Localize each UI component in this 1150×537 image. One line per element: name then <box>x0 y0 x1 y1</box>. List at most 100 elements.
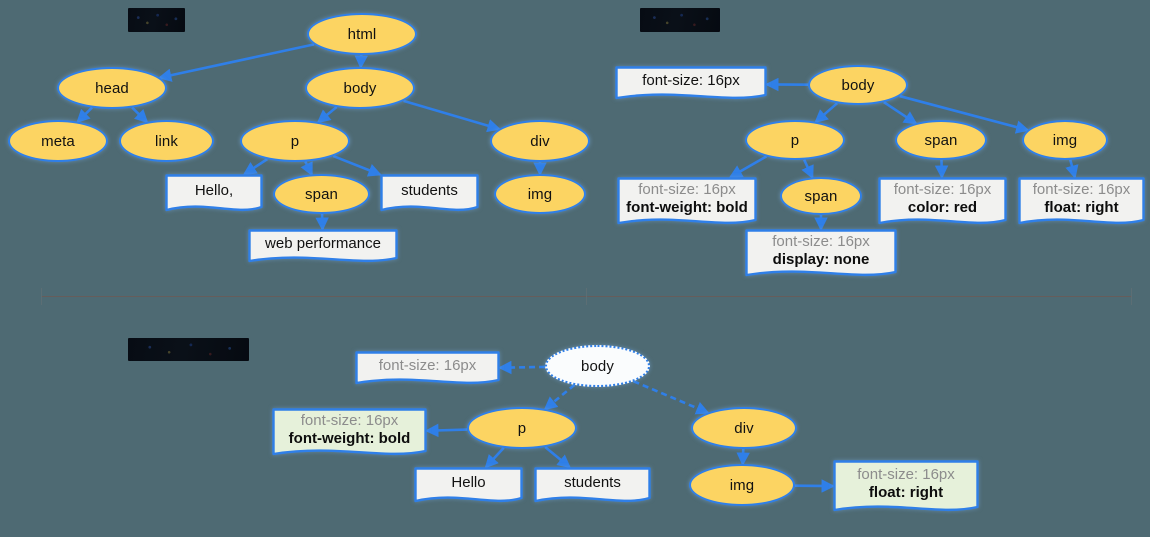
node-label: span <box>305 185 338 203</box>
edge-dom-body-to-dom-div <box>403 99 502 133</box>
declaration-line: float: right <box>1044 199 1119 216</box>
node-label: p <box>290 132 300 150</box>
node-dom-link[interactable]: link <box>119 120 214 162</box>
declaration-line: font-size: 16px <box>638 180 736 198</box>
node-dom-p[interactable]: p <box>240 120 350 162</box>
declaration-line: font-size: 16px <box>300 411 399 429</box>
box-label: students <box>401 181 458 199</box>
node-css-img[interactable]: img <box>1022 120 1108 160</box>
declaration-line: font-size: 16px <box>857 465 955 483</box>
edge-css-p-to-css-p-decl <box>728 155 768 179</box>
box-label: web performance <box>265 234 381 252</box>
declaration-line: font-size: 16px <box>378 356 477 374</box>
divider-tick-1 <box>586 288 587 305</box>
node-label: meta <box>41 132 75 150</box>
declaration-line: font-size: 16px <box>1032 180 1131 198</box>
node-dom-div[interactable]: div <box>490 120 590 162</box>
node-label: img <box>1052 131 1078 149</box>
box-text: students <box>380 174 479 208</box>
box-css-body-decl[interactable]: font-size: 16px <box>615 66 767 102</box>
edge-rnd-p-to-rnd-students <box>544 446 571 469</box>
edge-rnd-div-to-rnd-img <box>736 448 750 467</box>
node-label: div <box>734 419 754 437</box>
box-text: font-size: 16px <box>615 66 767 96</box>
node-dom-meta[interactable]: meta <box>8 120 108 162</box>
box-label: students <box>564 473 621 491</box>
edge-dom-head-to-dom-link <box>131 106 149 124</box>
divider-tick-0 <box>41 288 42 305</box>
node-dom-span[interactable]: span <box>273 174 370 214</box>
box-text: Hello, <box>165 174 263 208</box>
edge-css-body-to-css-span1 <box>883 101 918 125</box>
node-rnd-p[interactable]: p <box>467 407 577 449</box>
box-rnd-students[interactable]: students <box>534 467 651 505</box>
declaration-line: color: red <box>907 199 978 216</box>
box-text: students <box>534 467 651 499</box>
node-label: p <box>790 131 800 149</box>
box-dom-students[interactable]: students <box>380 174 479 214</box>
node-label: img <box>527 185 553 203</box>
declaration-line: font-weight: bold <box>626 199 748 216</box>
box-rnd-hello[interactable]: Hello <box>414 467 523 505</box>
node-rnd-div[interactable]: div <box>691 407 797 449</box>
declaration-line: float: right <box>868 484 944 501</box>
node-label: link <box>155 132 178 150</box>
node-label: span <box>804 187 838 205</box>
declaration-line: font-size: 16px <box>642 71 740 89</box>
node-label: span <box>924 131 958 149</box>
edge-dom-p-to-dom-hello <box>242 158 268 176</box>
node-label: body <box>841 76 875 94</box>
declaration-line: font-size: 16px <box>772 232 870 250</box>
divider-tick-2 <box>1131 288 1132 305</box>
node-css-span1[interactable]: span <box>895 120 987 160</box>
node-label: p <box>517 419 527 437</box>
box-rnd-body-decl[interactable]: font-size: 16px <box>355 351 500 387</box>
declaration-line: font-weight: bold <box>288 430 411 447</box>
box-text: font-size: 16px <box>355 351 500 381</box>
declaration-line: font-size: 16px <box>893 180 992 198</box>
box-text: web performance <box>248 229 398 259</box>
node-label: div <box>530 132 550 150</box>
node-css-body[interactable]: body <box>808 65 908 105</box>
edge-rnd-body-to-rnd-body-decl <box>497 360 546 375</box>
edge-dom-head-to-dom-meta <box>76 106 93 124</box>
node-css-span2[interactable]: span <box>780 177 862 215</box>
node-label: img <box>729 476 755 494</box>
node-dom-html[interactable]: html <box>307 13 417 55</box>
edge-css-p-to-css-span2 <box>801 159 814 180</box>
edge-dom-p-to-dom-students <box>332 154 382 177</box>
node-rnd-body[interactable]: body <box>545 345 650 387</box>
edge-rnd-body-to-rnd-p <box>543 383 576 411</box>
box-text: Hello <box>414 467 523 499</box>
node-label: body <box>343 79 377 97</box>
edge-rnd-body-to-rnd-div <box>633 380 710 415</box>
box-label: Hello <box>451 473 486 491</box>
box-dom-hello[interactable]: Hello, <box>165 174 263 214</box>
node-dom-body[interactable]: body <box>305 67 415 109</box>
box-dom-webperf[interactable]: web performance <box>248 229 398 265</box>
node-rnd-img[interactable]: img <box>689 464 795 506</box>
node-dom-img[interactable]: img <box>494 174 586 214</box>
node-label: head <box>95 79 129 97</box>
edge-dom-body-to-dom-p <box>316 106 338 124</box>
node-css-p[interactable]: p <box>745 120 845 160</box>
declaration-line: display: none <box>772 251 870 268</box>
cssom-tree-title <box>640 8 720 32</box>
box-label: Hello, <box>194 181 234 199</box>
edge-css-body-to-css-p <box>814 102 839 124</box>
node-dom-head[interactable]: head <box>57 67 167 109</box>
